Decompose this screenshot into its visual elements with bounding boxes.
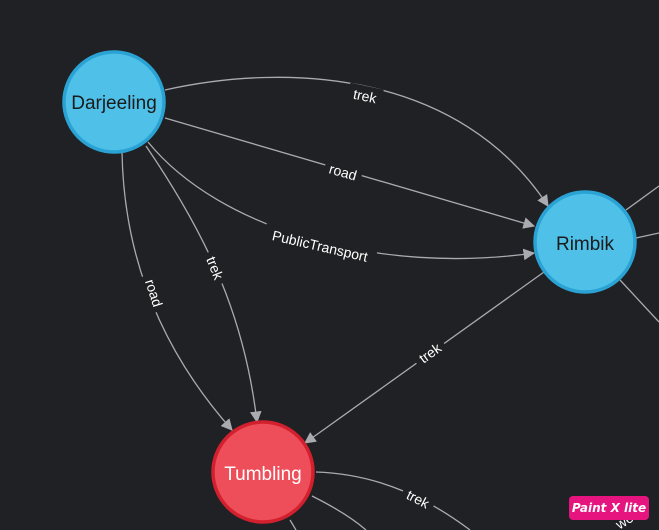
edge-rimbik-out-1[interactable] <box>625 185 659 211</box>
edge-label-darjeeling-tumbling-road: road <box>142 277 166 309</box>
edge-rimbik-out-2[interactable] <box>635 232 659 239</box>
edge-label-darjeeling-rimbik-trek: trek <box>352 86 379 107</box>
edge-rimbik-out-3[interactable] <box>619 279 659 323</box>
edge-label-darjeeling-rimbik-road: road <box>327 160 358 183</box>
node-label-darjeeling: Darjeeling <box>71 93 157 114</box>
node-label-tumbling: Tumbling <box>224 464 301 485</box>
node-darjeeling[interactable]: Darjeeling <box>62 50 166 154</box>
edge-label-darjeeling-rimbik-public: PublicTransport <box>271 227 370 265</box>
nodes: Darjeeling Rimbik Tumbling <box>62 50 637 524</box>
edge-tumbling-out-trek[interactable] <box>315 471 471 530</box>
paint-x-lite-badge: Paint X lite <box>569 496 649 520</box>
node-rimbik[interactable]: Rimbik <box>533 190 637 294</box>
node-tumbling[interactable]: Tumbling <box>211 420 315 524</box>
node-label-rimbik: Rimbik <box>556 234 615 255</box>
edge-tumbling-out-3[interactable] <box>289 519 297 530</box>
edge-darjeeling-tumbling-trek[interactable] <box>145 145 262 424</box>
edges <box>121 76 659 530</box>
edge-tumbling-out-2[interactable] <box>311 495 367 530</box>
